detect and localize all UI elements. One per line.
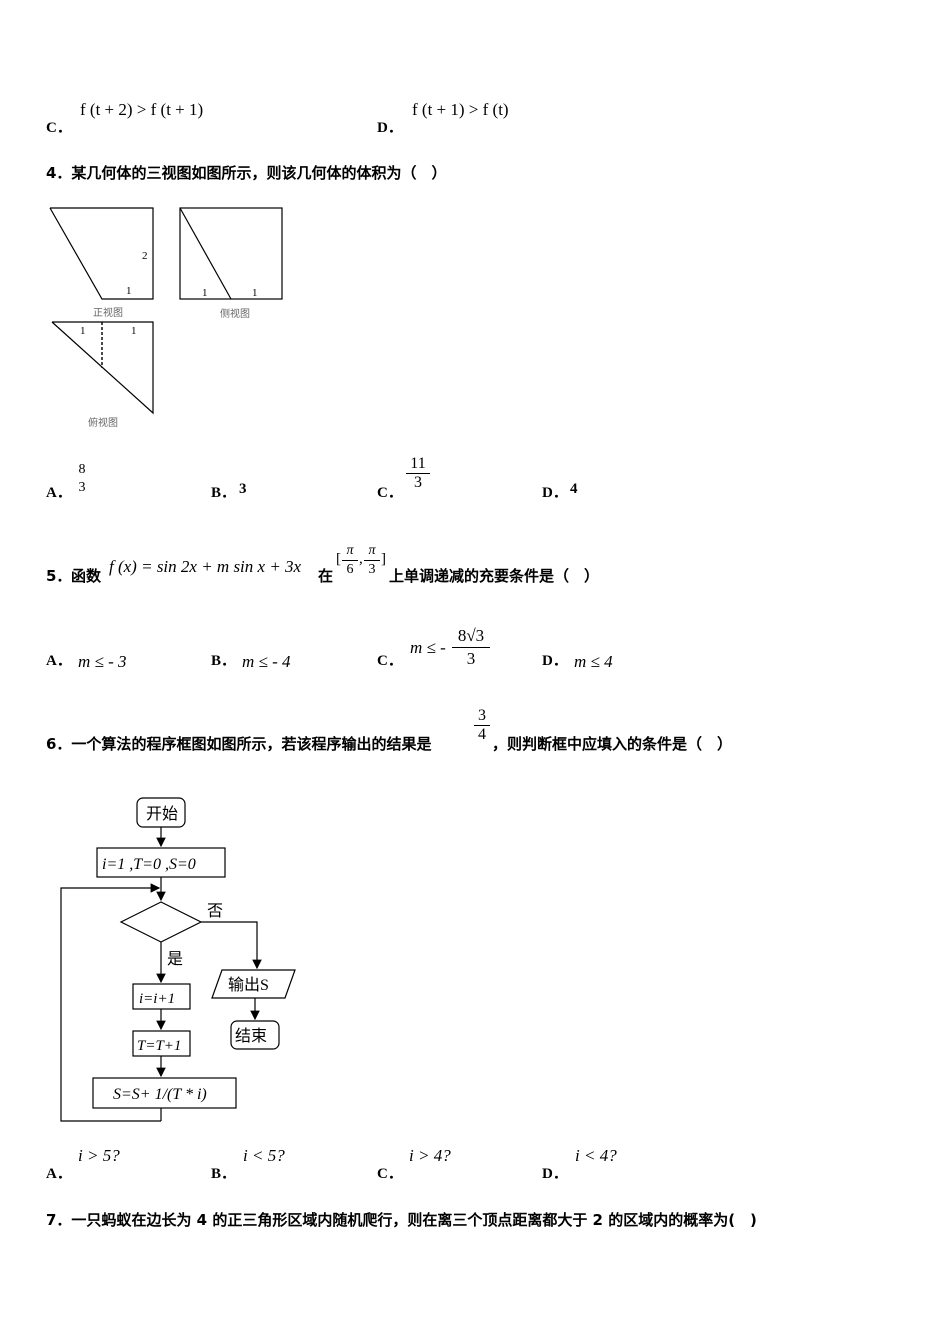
q3-option-c-expr: f (t + 2) > f (t + 1): [80, 100, 204, 119]
q6-option-d-label: D．: [542, 1166, 568, 1182]
q6-option-c-label: C．: [377, 1166, 403, 1182]
q5-option-a-expr: m ≤ - 3: [78, 652, 127, 671]
q5-interval-a-den: 6: [342, 560, 358, 579]
q5-interval-b-den: 3: [364, 560, 380, 579]
q5-interval-comma: ,: [359, 551, 363, 567]
q4-option-b-value: 3: [239, 481, 247, 497]
flow-yes-label: 是: [167, 951, 183, 968]
q3-option-c-label: C．: [46, 120, 72, 136]
q5-interval-b: π 3: [364, 542, 380, 579]
flow-step-t: T=T+1: [137, 1038, 181, 1054]
q4-option-a-den: 3: [78, 480, 86, 495]
flow-step-i: i=i+1: [139, 991, 175, 1007]
q5-option-b-expr: m ≤ - 4: [242, 652, 291, 671]
flow-no-label: 否: [207, 903, 223, 920]
top-view-left-len: 1: [80, 325, 86, 337]
q5-option-a-label: A．: [46, 653, 72, 669]
q5-mid: 在: [318, 567, 334, 585]
front-view-height: 2: [142, 250, 148, 262]
q6-option-b-label: B．: [211, 1166, 237, 1182]
q6-result-fraction: 3 4: [474, 707, 490, 744]
q5-interval-a-num: π: [346, 543, 354, 558]
q6-flowchart: 开始 i=1 ,T=0 ,S=0 否 是 输出S 结束 i=i+1 T=T+1 …: [60, 797, 296, 1122]
q5-prefix: 函数: [71, 567, 102, 585]
q5-interval-b-num: π: [368, 543, 376, 558]
q5-function: f (x) = sin 2x + m sin x + 3x: [109, 557, 302, 576]
q5-suffix: 上单调递减的充要条件是（ ）: [389, 567, 600, 585]
q6-option-c-expr: i > 4?: [409, 1146, 451, 1165]
flow-end: 结束: [235, 1027, 267, 1045]
q4-option-a-fraction: 8 3: [74, 461, 90, 497]
side-view-right-len: 1: [252, 287, 258, 299]
q6-result-den: 4: [474, 725, 490, 744]
q5-option-d-expr: m ≤ 4: [574, 652, 613, 671]
flow-init: i=1 ,T=0 ,S=0: [102, 856, 196, 873]
q3-option-d-expr: f (t + 1) > f (t): [412, 100, 509, 119]
flow-output: 输出S: [228, 976, 269, 994]
q5-interval-a: π 6: [342, 542, 358, 579]
q6-option-d-expr: i < 4?: [575, 1146, 617, 1165]
q6-option-a-expr: i > 5?: [78, 1146, 120, 1165]
side-view: 1 1 侧视图: [179, 207, 283, 320]
flow-start: 开始: [146, 805, 178, 823]
q5-option-c-den: 3: [452, 647, 490, 670]
q5-option-b-label: B．: [211, 653, 237, 669]
q4-option-c-label: C．: [377, 485, 403, 501]
q4-option-c-num: 11: [410, 455, 426, 472]
q4-option-d-label: D．: [542, 485, 568, 501]
q5-option-c-fraction: 8√3 3: [452, 625, 490, 670]
q6-stem-prefix: 6．一个算法的程序框图如图所示，若该程序输出的结果是: [46, 735, 432, 753]
q6-option-a-label: A．: [46, 1166, 72, 1182]
q4-option-b-label: B．: [211, 485, 237, 501]
q6-stem-suffix: ，则判断框中应填入的条件是（ ）: [492, 735, 733, 753]
q6-result-num: 3: [478, 707, 486, 724]
side-view-caption: 侧视图: [220, 307, 250, 320]
q4-option-d-value: 4: [570, 481, 578, 497]
q4-stem: 4．某几何体的三视图如图所示，则该几何体的体积为（ ）: [46, 164, 447, 182]
q4-option-c-fraction: 11 3: [406, 455, 430, 492]
q5-option-c-num: 8√3: [457, 626, 485, 645]
q5-interval-close: ]: [381, 551, 386, 567]
top-view-right-len: 1: [131, 325, 137, 337]
top-view-caption: 俯视图: [88, 416, 118, 429]
front-view-caption: 正视图: [93, 306, 123, 319]
q4-option-a-label: A．: [46, 485, 72, 501]
flow-step-s: S=S+ 1/(T * i): [113, 1086, 207, 1103]
q7-stem: 7．一只蚂蚁在边长为 4 的正三角形区域内随机爬行，则在离三个顶点距离都大于 2…: [46, 1211, 757, 1229]
q6-option-b-expr: i < 5?: [243, 1146, 285, 1165]
q5-interval-open: [: [336, 551, 341, 567]
q5-option-d-label: D．: [542, 653, 568, 669]
top-view: 1 1 俯视图: [51, 321, 154, 429]
q5-option-c-label: C．: [377, 653, 403, 669]
front-view: 2 1 正视图: [49, 207, 154, 319]
front-view-base: 1: [126, 285, 132, 297]
q4-three-view-figure: 2 1 正视图 1 1 侧视图 1 1 俯视图: [49, 207, 283, 429]
q4-option-a-num: 8: [78, 462, 86, 477]
side-view-left-len: 1: [202, 287, 208, 299]
q4-option-c-den: 3: [406, 473, 430, 492]
q5-option-c-expr: m ≤ -: [410, 638, 446, 657]
q3-option-d-label: D．: [377, 120, 403, 136]
q5-number: 5．: [46, 567, 72, 585]
